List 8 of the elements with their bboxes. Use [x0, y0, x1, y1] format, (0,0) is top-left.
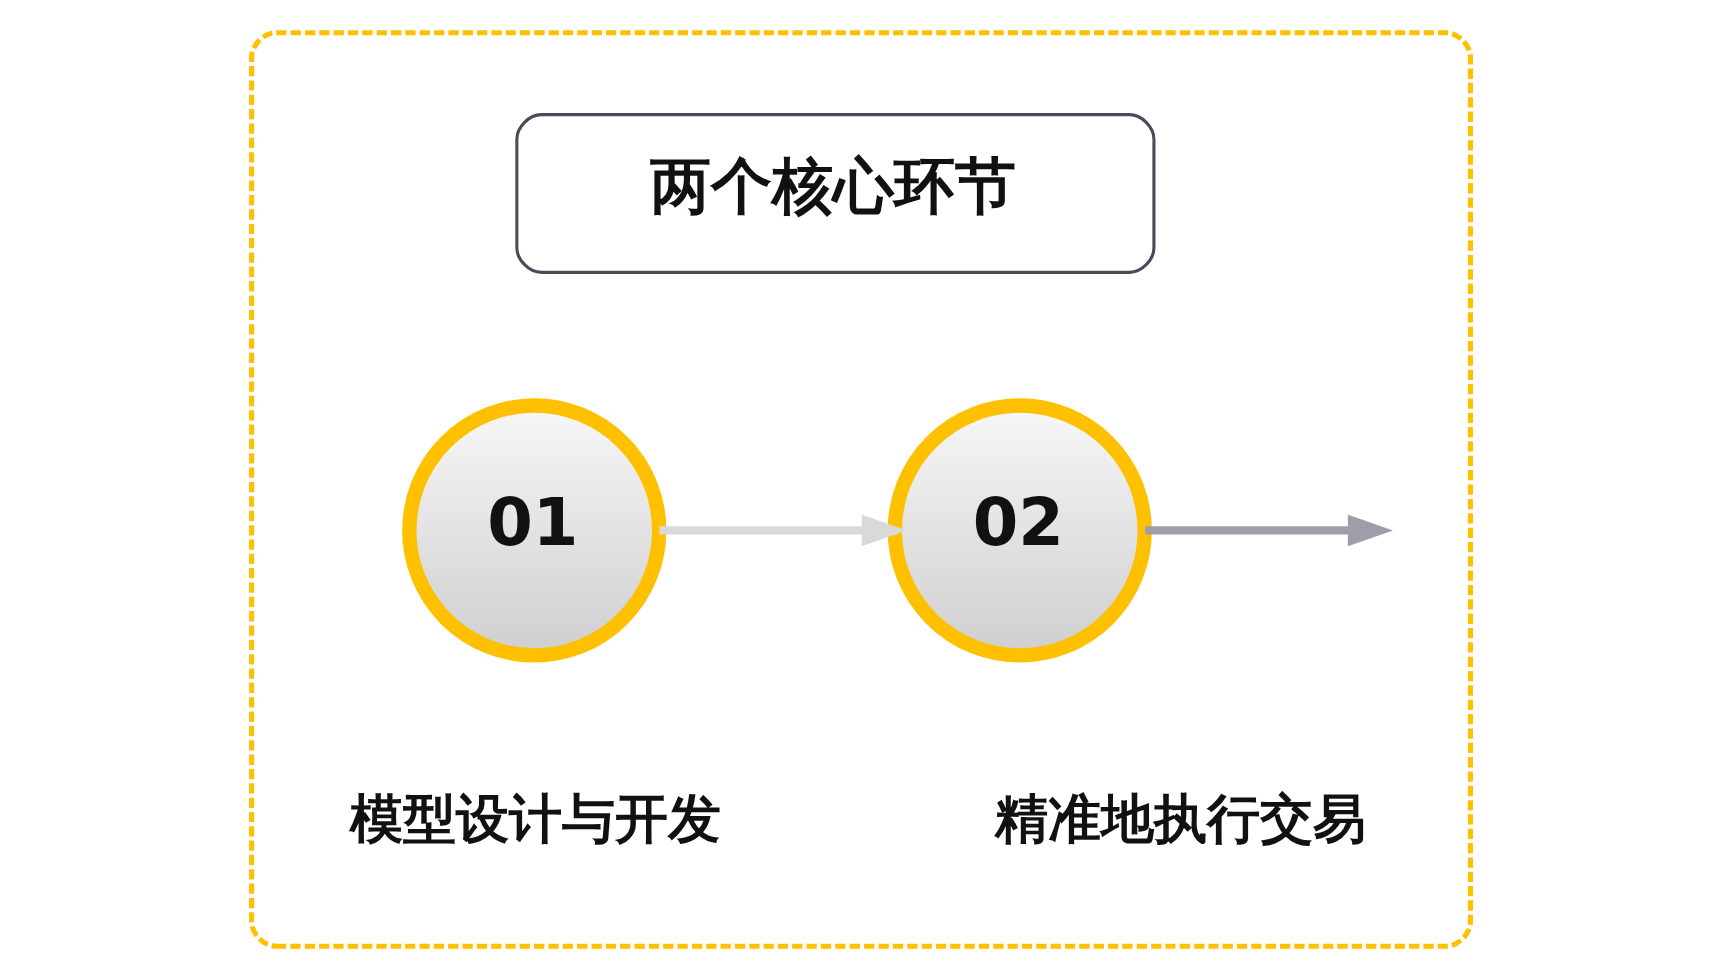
node-circle: 01	[401, 398, 666, 663]
arrow	[658, 514, 907, 547]
cluster	[248, 30, 1473, 949]
node-box: 两个核心环节	[514, 113, 1155, 274]
node-circle: 02	[887, 398, 1152, 663]
arrow	[1144, 514, 1393, 547]
node-label: 模型设计与开发	[349, 788, 721, 851]
node-label: 精准地执行交易	[994, 788, 1366, 851]
